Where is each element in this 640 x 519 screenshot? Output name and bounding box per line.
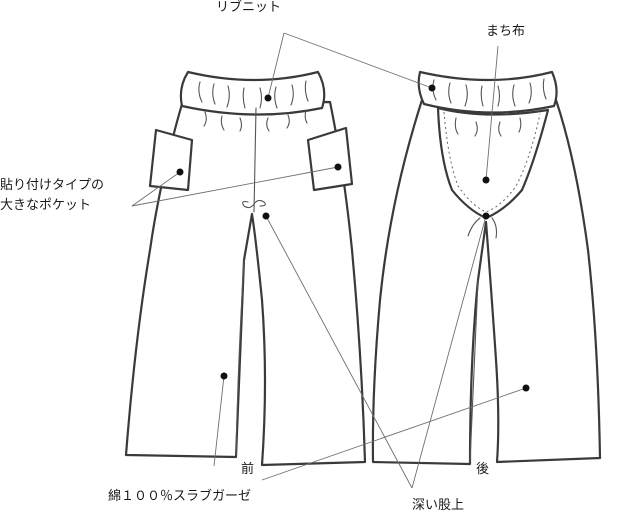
- callout-dot: [522, 384, 530, 392]
- label-back: 後: [476, 462, 490, 477]
- callout-dot: [428, 84, 436, 92]
- label-pocket-line2: 大きなポケット: [0, 198, 92, 213]
- callout-dot: [264, 94, 272, 102]
- leader-lines: [131, 32, 527, 489]
- label-rib-knit: リブニット: [216, 0, 282, 15]
- callout-dot: [334, 163, 342, 171]
- label-fabric: 綿１００％スラブガーゼ: [108, 489, 252, 504]
- label-front: 前: [241, 462, 255, 477]
- callout-dot: [482, 212, 490, 220]
- label-gusset: まち布: [486, 24, 526, 39]
- callout-dot: [176, 168, 184, 176]
- back-pants: [371, 70, 602, 466]
- callout-dots: [176, 84, 530, 392]
- callout-dot: [220, 372, 228, 380]
- label-deep-rise: 深い股上: [412, 498, 465, 513]
- front-pants: [124, 70, 367, 467]
- callout-dot: [262, 212, 270, 220]
- label-pocket-line1: 貼り付けタイプの: [0, 178, 105, 193]
- callout-dot: [482, 176, 490, 184]
